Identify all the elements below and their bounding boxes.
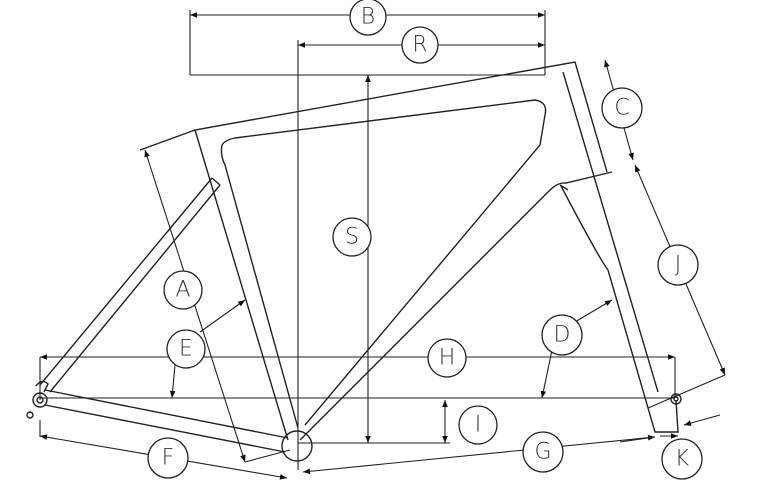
label-s: S — [332, 217, 372, 257]
svg-text:K: K — [675, 447, 690, 472]
fork — [560, 185, 679, 433]
angle-a-leader — [199, 299, 246, 333]
label-k: K — [661, 438, 703, 480]
label-f: F — [147, 437, 189, 479]
chainstay-upper — [44, 389, 289, 439]
label-r: R — [401, 26, 439, 64]
svg-text:R: R — [412, 33, 427, 58]
dimension-g — [302, 434, 656, 475]
seat-tube-rear — [194, 129, 289, 441]
bottom-bracket — [281, 430, 313, 462]
down-tube — [299, 171, 613, 441]
label-h: H — [427, 338, 467, 378]
svg-text:A: A — [175, 278, 190, 303]
angle-d-leader — [574, 299, 613, 323]
svg-text:C: C — [614, 96, 629, 121]
svg-text:G: G — [534, 440, 551, 465]
label-a: A — [163, 270, 203, 310]
svg-text:B: B — [361, 5, 375, 30]
angle-e-leader — [169, 364, 176, 399]
label-j: J — [657, 244, 699, 286]
svg-text:F: F — [162, 446, 175, 471]
svg-text:I: I — [475, 413, 482, 438]
dimension-a — [144, 149, 246, 463]
label-g: G — [522, 431, 564, 473]
bike-frame — [26, 61, 682, 462]
dimension-lines — [39, 10, 726, 480]
svg-text:J: J — [675, 253, 682, 278]
label-e: E — [166, 329, 206, 369]
seat-tube-front — [220, 144, 299, 429]
label-c: C — [601, 87, 643, 129]
svg-text:D: D — [554, 323, 571, 348]
svg-text:E: E — [179, 337, 193, 362]
svg-text:H: H — [439, 346, 456, 371]
top-tube-upper — [139, 61, 608, 173]
derailleur-hanger — [26, 411, 34, 419]
svg-text:S: S — [345, 225, 359, 250]
main-triangle-window — [221, 99, 547, 426]
label-i: I — [458, 405, 498, 445]
front-axle — [670, 393, 682, 405]
label-b: B — [349, 0, 387, 36]
label-d: D — [541, 314, 583, 356]
